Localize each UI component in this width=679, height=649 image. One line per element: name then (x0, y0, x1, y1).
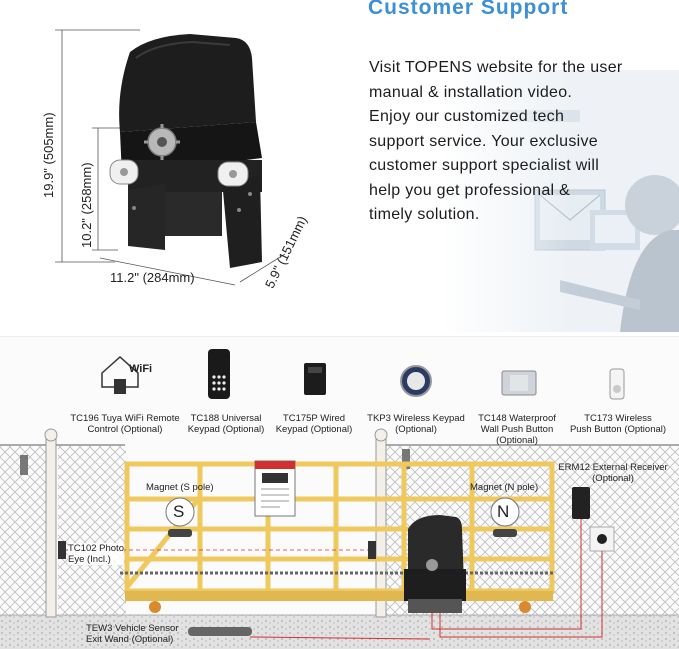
support-line: customer support specialist will (369, 157, 600, 174)
accessory-tc148: TC148 Waterproof Wall Push Button (Optio… (478, 413, 556, 446)
dimension-mid-height-label: 10.2" (258mm) (79, 162, 94, 248)
customer-support-title: Customer Support (368, 0, 569, 19)
exit-wand-label: TEW3 Vehicle Sensor Exit Wand (Optional) (86, 623, 179, 645)
gate-opener-body (109, 34, 262, 268)
receiver-label: ERM12 External Receiver (Optional) (558, 462, 668, 484)
magnet-n-label: Magnet (N pole) (470, 482, 539, 493)
exit-wand-sensor (188, 627, 252, 636)
magnet-n (490, 497, 520, 537)
dimension-width-label: 11.2" (284mm) (110, 270, 195, 285)
gravel-ground (0, 615, 679, 649)
photo-eye-label: TC102 Photo Eye (Incl.) (68, 543, 124, 565)
wifi-badge: WiFi (129, 363, 153, 375)
installation-scene: WiFi TC196 Tuya WiFi Remote Control (Opt… (0, 336, 679, 649)
dimension-height-label: 19.9" (505mm) (41, 112, 56, 198)
support-line: Enjoy our customized tech (369, 108, 565, 125)
magnet-s (165, 497, 195, 537)
office-background-illustration (440, 70, 679, 332)
customer-support-text: Visit TOPENS website for the user manual… (369, 56, 669, 228)
accessory-tc188: TC188 Universal Keypad (Optional) (187, 413, 265, 435)
support-line: help you get professional & (369, 181, 571, 199)
support-line: support service. Your exclusive (369, 132, 598, 150)
accessory-tc196: TC196 Tuya WiFi Remote Control (Optional… (70, 413, 180, 435)
support-line: timely solution. (369, 206, 480, 223)
magnet-n-letter: N (497, 502, 510, 521)
warning-sign (254, 460, 296, 517)
external-receiver (572, 487, 590, 519)
magnet-s-label: Magnet (S pole) (146, 482, 214, 493)
top-section: Customer Support Visit TOPENS website fo… (41, 0, 679, 332)
accessory-icons (101, 349, 625, 400)
support-line: manual & installation video. (369, 83, 573, 101)
accessory-tc173: TC173 Wireless Push Button (Optional) (569, 413, 667, 435)
support-line: Visit TOPENS website for the user (369, 59, 623, 76)
magnet-s-letter: S (173, 502, 185, 521)
accessory-tc175p: TC175P Wired Keypad (Optional) (275, 413, 353, 435)
accessory-tkp3: TKP3 Wireless Keypad (Optional) (367, 413, 465, 435)
gate-opener-dimension-drawing (55, 29, 286, 286)
installed-gate-opener (404, 515, 466, 613)
installation-scene-illustration (0, 349, 679, 649)
left-fence (0, 428, 126, 618)
